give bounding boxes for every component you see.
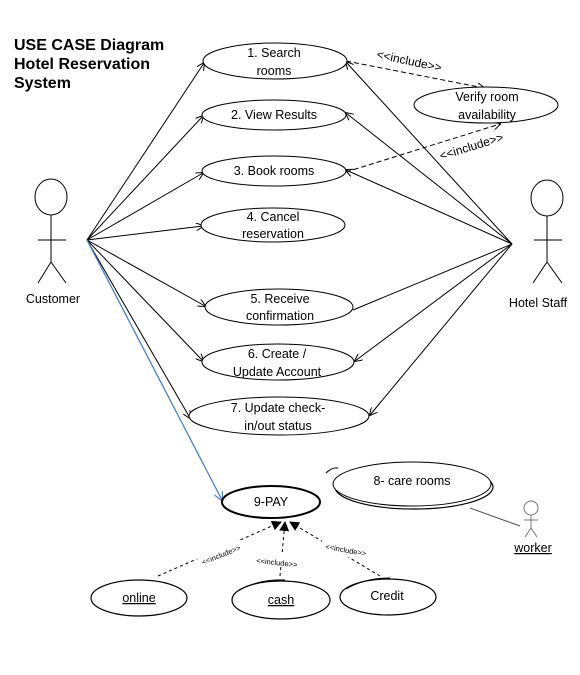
use-case-cash: cash [231, 579, 331, 620]
use-case-view-results: 2. View Results [201, 99, 347, 131]
worker-label: worker [513, 541, 552, 555]
use-case-search: 1. Search rooms [202, 42, 348, 80]
verify-line-1: Verify room [455, 90, 518, 104]
use-case-search-line-2: rooms [257, 64, 292, 78]
use-case-online: online [90, 579, 188, 617]
use-case-view-results-label: 2. View Results [231, 108, 317, 122]
care-rooms-label: 8- care rooms [373, 474, 450, 488]
staff-associations [346, 62, 513, 415]
title-line-2: Hotel Reservation [14, 56, 151, 73]
use-case-book-rooms-label: 3. Book rooms [234, 164, 315, 178]
use-case-check-in-out: 7. Update check- in/out status [188, 396, 370, 436]
use-case-account-line-1: 6. Create / [248, 347, 307, 361]
pay-label: 9-PAY [254, 495, 289, 509]
use-case-confirmation-line-1: 5. Receive [250, 292, 309, 306]
title-line-3: System [14, 75, 71, 92]
worker-association [469, 507, 521, 527]
use-case-account-line-2: Update Account [233, 365, 322, 379]
use-case-checkin-line-2: in/out status [244, 419, 311, 433]
use-case-credit: Credit [339, 577, 437, 616]
verify-line-2: availability [458, 108, 516, 122]
use-case-cancel-line-1: 4. Cancel [247, 210, 300, 224]
include-arrow-book [345, 124, 500, 173]
credit-label: Credit [370, 589, 404, 603]
use-case-cancel-reservation: 4. Cancel reservation [200, 207, 346, 243]
online-label: online [122, 591, 155, 605]
use-case-checkin-line-1: 7. Update check- [231, 401, 326, 415]
use-case-confirmation-line-2: confirmation [246, 309, 314, 323]
title-line-1: USE CASE Diagram [14, 37, 165, 54]
include-label-book: <<include>> [438, 130, 505, 163]
hotel-staff-actor [530, 179, 564, 284]
use-case-verify-availability: Verify room availability [413, 86, 559, 124]
include-label-search: <<include>> [375, 47, 443, 74]
customer-associations [86, 63, 205, 418]
diagram-title: USE CASE Diagram Hotel Reservation Syste… [14, 36, 164, 93]
include-label-cash: <<include>> [256, 556, 299, 569]
use-case-pay: 9-PAY [221, 485, 321, 519]
cash-label: cash [268, 593, 294, 607]
customer-actor [34, 178, 68, 284]
hotel-staff-label: Hotel Staff [509, 296, 568, 310]
use-case-care-rooms: 8- care rooms [325, 461, 494, 510]
use-case-receive-confirmation: 5. Receive confirmation [204, 288, 354, 326]
customer-pay-association [86, 239, 222, 500]
use-case-book-rooms: 3. Book rooms [201, 155, 347, 187]
use-case-search-line-1: 1. Search [247, 46, 301, 60]
use-case-cancel-line-2: reservation [242, 227, 304, 241]
worker-actor [523, 500, 539, 538]
customer-label: Customer [26, 292, 80, 306]
use-case-update-account: 6. Create / Update Account [201, 343, 355, 381]
